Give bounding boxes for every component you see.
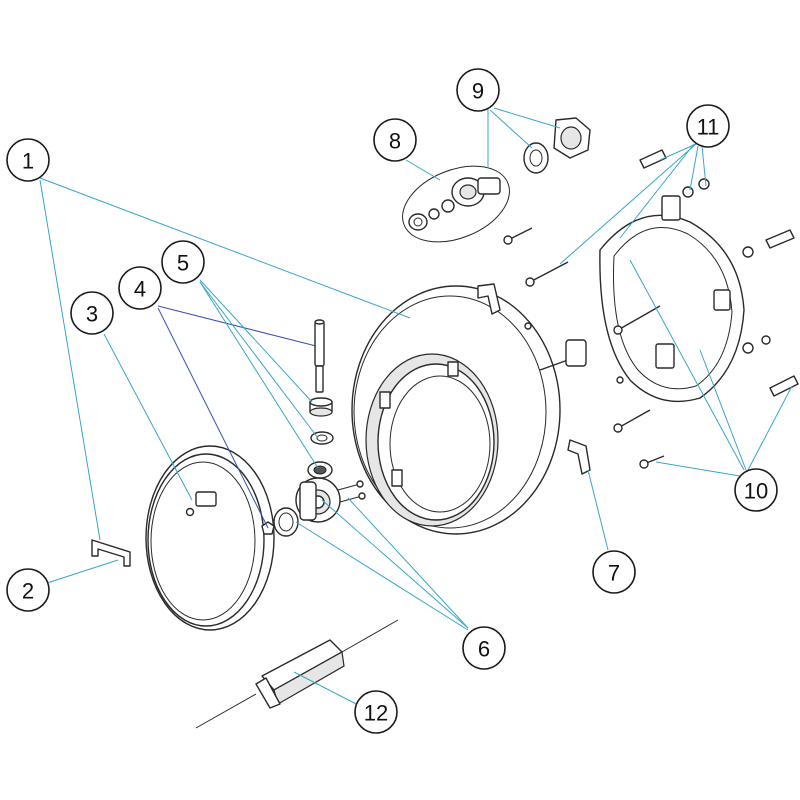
part-flange-ring xyxy=(351,285,561,535)
callout-circle xyxy=(354,690,398,734)
callout-number: 1 xyxy=(22,149,34,174)
callout-number: 11 xyxy=(697,115,720,140)
leader-line-10-4 xyxy=(655,461,741,477)
callout-number: 9 xyxy=(472,79,484,104)
leader-line-4-1 xyxy=(157,305,317,347)
leader-line-10-1 xyxy=(629,259,745,471)
callout-circle xyxy=(70,291,114,335)
callout-number: 2 xyxy=(22,579,34,604)
callout-number: 5 xyxy=(177,251,189,276)
part-wall-anchors xyxy=(639,149,799,397)
callout-7: 7 xyxy=(592,550,636,594)
callout-circle xyxy=(592,550,636,594)
leader-line-10-2 xyxy=(699,349,747,471)
callout-circle xyxy=(118,266,162,310)
leader-line-9-2 xyxy=(489,109,533,149)
part-power-supply xyxy=(195,619,399,729)
leader-line-11-4 xyxy=(701,145,707,187)
part-hex-nut xyxy=(523,117,591,174)
part-gland-nut xyxy=(307,397,334,479)
callout-9: 9 xyxy=(456,68,500,112)
callout-number: 10 xyxy=(744,479,768,504)
leader-line-7-1 xyxy=(587,469,609,551)
leader-line-4-2 xyxy=(157,307,269,529)
part-screws xyxy=(503,227,665,469)
callout-number: 12 xyxy=(364,701,388,726)
leader-line-1-1 xyxy=(39,179,101,541)
leader-line-3-1 xyxy=(103,333,193,501)
leader-line-12-1 xyxy=(293,671,361,707)
callout-5: 5 xyxy=(161,240,205,284)
leader-line-11-5 xyxy=(659,143,697,161)
callout-circle xyxy=(161,240,205,284)
callout-number: 3 xyxy=(86,302,98,327)
leader-line-1-2 xyxy=(39,177,411,319)
leader-line-6-1 xyxy=(295,521,469,631)
callout-circle xyxy=(456,68,500,112)
callout-circle xyxy=(686,104,730,148)
callout-6: 6 xyxy=(462,626,506,670)
callout-circle xyxy=(6,568,50,612)
leader-line-11-2 xyxy=(619,143,695,239)
leader-line-6-2 xyxy=(321,499,469,629)
callout-circle xyxy=(462,626,506,670)
leader-line-9-3 xyxy=(493,107,561,129)
callout-number: 7 xyxy=(608,561,620,586)
callout-12: 12 xyxy=(354,690,398,734)
callout-circle xyxy=(734,468,778,512)
callout-number: 8 xyxy=(389,129,401,154)
leader-line-6-3 xyxy=(347,497,469,629)
callout-circle xyxy=(373,118,417,162)
callout-11: 11 xyxy=(686,104,730,148)
leader-line-5-3 xyxy=(199,281,319,469)
leader-line-8-1 xyxy=(405,159,441,181)
callout-8: 8 xyxy=(373,118,417,162)
callout-2: 2 xyxy=(6,568,50,612)
part-mount-clip xyxy=(477,283,591,475)
leader-line-10-3 xyxy=(747,385,793,471)
callout-number: 6 xyxy=(478,637,490,662)
callout-4: 4 xyxy=(118,266,162,310)
leader-lines xyxy=(39,107,793,707)
leader-line-2-1 xyxy=(43,559,119,585)
leader-line-11-1 xyxy=(559,143,697,265)
callout-circle xyxy=(6,138,50,182)
callout-3: 3 xyxy=(70,291,114,335)
leader-line-5-2 xyxy=(199,281,319,439)
part-clip xyxy=(91,539,131,567)
leader-line-5-1 xyxy=(199,279,313,403)
callout-10: 10 xyxy=(734,468,778,512)
callout-number: 4 xyxy=(134,277,146,302)
part-lamp-face-ring xyxy=(145,445,275,631)
part-bulkhead-fitting xyxy=(402,165,510,243)
part-pin xyxy=(261,319,325,535)
part-elbow-fitting xyxy=(273,477,366,537)
callout-1: 1 xyxy=(6,138,50,182)
leader-line-11-3 xyxy=(689,145,699,191)
part-rear-bracket xyxy=(599,195,745,403)
